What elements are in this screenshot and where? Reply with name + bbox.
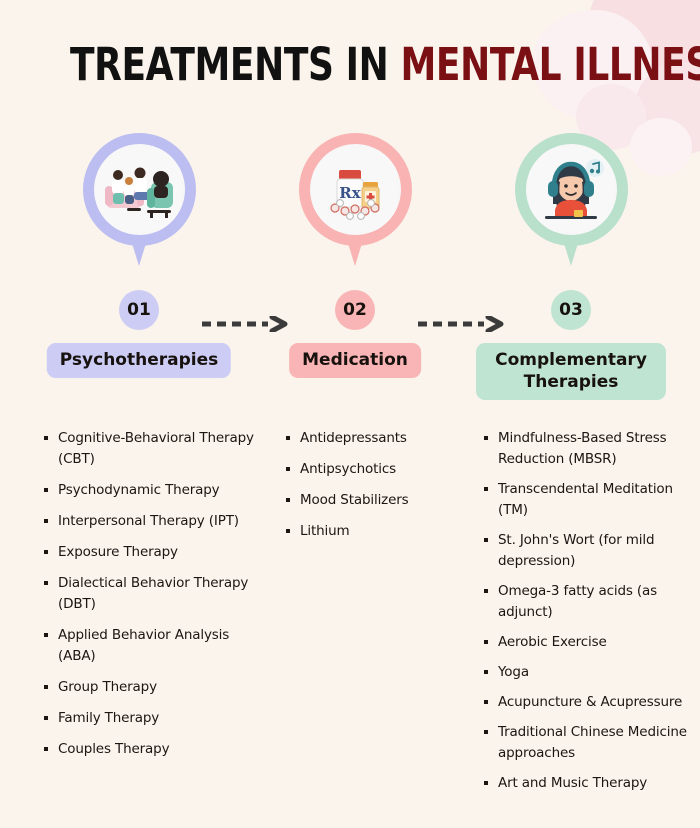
step-3-label: Complementary Therapies bbox=[495, 350, 647, 392]
step-3: 03 Complementary Therapies bbox=[466, 133, 676, 400]
family-therapy-session-icon bbox=[93, 144, 185, 235]
step-2: Rx bbox=[250, 133, 460, 378]
list-item: Group Therapy bbox=[42, 677, 260, 698]
step-1-label: Psychotherapies bbox=[59, 350, 219, 370]
step-2-pin: Rx bbox=[298, 133, 412, 266]
list-item: Psychodynamic Therapy bbox=[42, 480, 260, 501]
list-item: Mindfulness-Based Stress Reduction (MBSR… bbox=[482, 428, 692, 470]
medication-list: Antidepressants Antipsychotics Mood Stab… bbox=[284, 428, 464, 542]
page-title: TREATMENTS IN MENTAL ILLNESS bbox=[70, 38, 700, 92]
list-item: Cognitive-Behavioral Therapy (CBT) bbox=[42, 428, 260, 470]
psychotherapies-list: Cognitive-Behavioral Therapy (CBT) Psych… bbox=[42, 428, 260, 760]
step-1-number: 01 bbox=[127, 300, 151, 320]
step-3-pin bbox=[514, 133, 628, 266]
list-item: Antipsychotics bbox=[284, 459, 464, 480]
page-title-accent: MENTAL ILLNESS bbox=[400, 38, 700, 91]
page-title-main: TREATMENTS IN bbox=[70, 38, 401, 91]
list-item: Art and Music Therapy bbox=[482, 773, 692, 794]
list-item: Transcendental Meditation (TM) bbox=[482, 479, 692, 521]
dashed-arrow-1-icon bbox=[200, 316, 292, 332]
step-2-number-badge: 02 bbox=[335, 290, 375, 330]
list-item: St. John's Wort (for mild depression) bbox=[482, 530, 692, 572]
step-3-label-pill: Complementary Therapies bbox=[476, 343, 666, 400]
svg-text:Rx: Rx bbox=[339, 184, 361, 202]
complementary-therapies-list: Mindfulness-Based Stress Reduction (MBSR… bbox=[482, 428, 692, 794]
step-2-number: 02 bbox=[343, 300, 367, 320]
list-item: Antidepressants bbox=[284, 428, 464, 449]
list-item: Family Therapy bbox=[42, 708, 260, 729]
step-2-label-pill: Medication bbox=[289, 343, 421, 378]
list-item: Acupuncture & Acupressure bbox=[482, 692, 692, 713]
column-psychotherapies: Cognitive-Behavioral Therapy (CBT) Psych… bbox=[42, 428, 260, 770]
list-item: Traditional Chinese Medicine approaches bbox=[482, 722, 692, 764]
column-complementary-therapies: Mindfulness-Based Stress Reduction (MBSR… bbox=[482, 428, 692, 803]
dashed-arrow-2-icon bbox=[416, 316, 508, 332]
list-item: Omega-3 fatty acids (as adjunct) bbox=[482, 581, 692, 623]
list-item: Mood Stabilizers bbox=[284, 490, 464, 511]
column-medication: Antidepressants Antipsychotics Mood Stab… bbox=[284, 428, 464, 552]
step-1-pin bbox=[82, 133, 196, 266]
step-1-number-badge: 01 bbox=[119, 290, 159, 330]
step-1: 01 Psychotherapies bbox=[34, 133, 244, 378]
step-3-number: 03 bbox=[559, 300, 583, 320]
steps-row: 01 Psychotherapies Rx bbox=[0, 133, 700, 418]
list-item: Interpersonal Therapy (IPT) bbox=[42, 511, 260, 532]
person-headphones-music-icon bbox=[525, 144, 617, 235]
step-3-number-badge: 03 bbox=[551, 290, 591, 330]
prescription-pill-bottle-icon: Rx bbox=[309, 144, 401, 235]
list-item: Applied Behavior Analysis (ABA) bbox=[42, 625, 260, 667]
list-item: Exposure Therapy bbox=[42, 542, 260, 563]
list-item: Aerobic Exercise bbox=[482, 632, 692, 653]
list-item: Couples Therapy bbox=[42, 739, 260, 760]
step-2-label: Medication bbox=[302, 350, 408, 370]
list-item: Yoga bbox=[482, 662, 692, 683]
list-item: Dialectical Behavior Therapy (DBT) bbox=[42, 573, 260, 615]
list-item: Lithium bbox=[284, 521, 464, 542]
step-1-label-pill: Psychotherapies bbox=[46, 343, 232, 378]
